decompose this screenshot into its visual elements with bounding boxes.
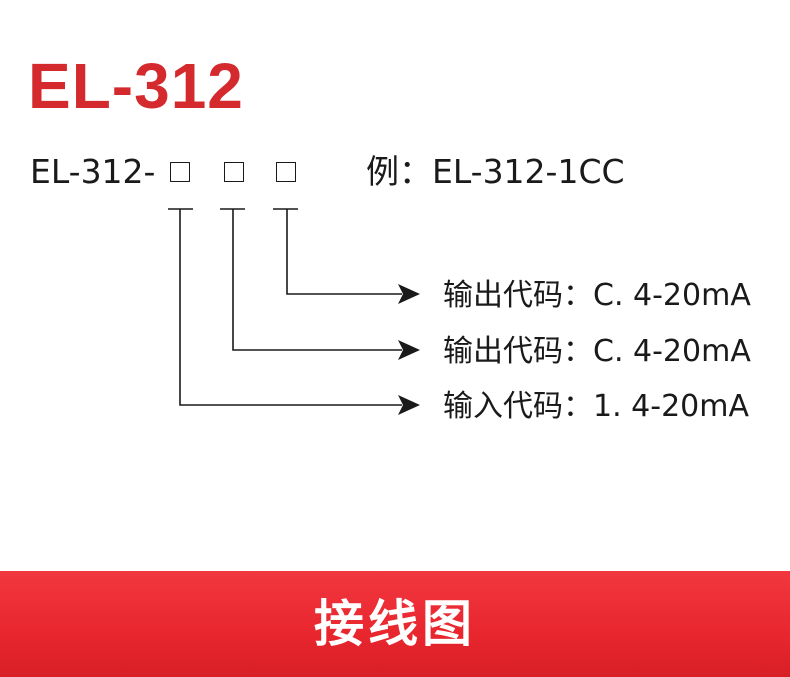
code-slot-2 [224,162,244,182]
output-code-label-1: 输出代码：C. 4-20mA [443,278,751,313]
section-banner: 接线图 [0,571,790,677]
model-code-prefix: EL-312- [30,152,156,191]
output-code-label-2: 输出代码：C. 4-20mA [443,334,751,369]
arrow-icon [398,284,420,304]
slot-3-leader-line [286,209,402,295]
slot-1-leader-line [179,209,402,406]
product-title: EL-312 [28,50,244,122]
banner-title: 接线图 [314,595,476,653]
arrow-icon [398,395,420,415]
code-slot-1 [170,162,190,182]
arrow-icon [398,340,420,360]
code-slot-3 [276,162,296,182]
input-code-label: 输入代码：1. 4-20mA [443,389,749,424]
model-code-example: 例：EL-312-1CC [366,152,625,191]
slot-2-leader-line [232,209,402,351]
